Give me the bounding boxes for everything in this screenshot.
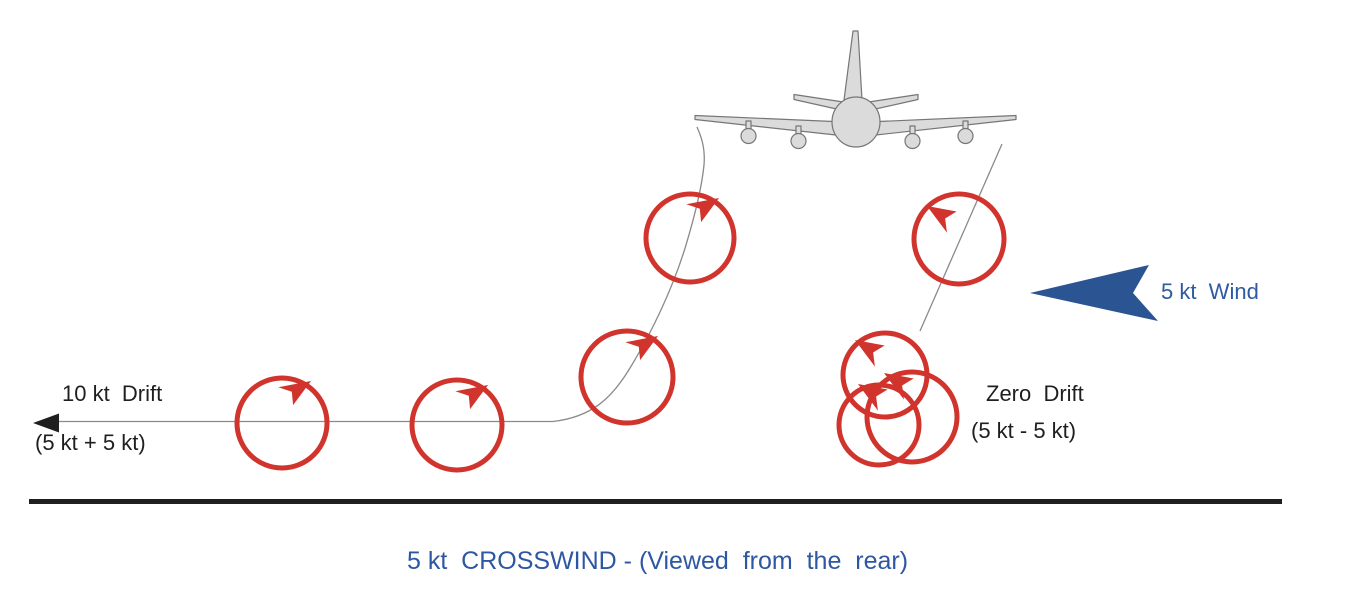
wind-label: 5 kt Wind: [1161, 279, 1259, 304]
aircraft-rear-view-icon: [694, 30, 1017, 150]
engine-left-inner: [790, 132, 807, 150]
diagram-caption: 5 kt CROSSWIND - (Viewed from the rear): [407, 547, 909, 575]
engine-right-outer: [957, 127, 974, 145]
engine-right-inner: [904, 132, 921, 150]
engine-left-outer: [740, 127, 757, 145]
wind-arrow-icon: [1030, 265, 1158, 321]
vortex-right-1: [911, 191, 1007, 287]
vortex-left-4: [643, 191, 737, 285]
aircraft-fuselage: [831, 96, 881, 148]
drift-arrowhead-icon: [33, 413, 59, 433]
ground-line: [29, 499, 1282, 504]
right-drift-label: Zero Drift: [986, 381, 1084, 406]
vortex-left-2: [409, 377, 505, 473]
left-drift-value: (5 kt + 5 kt): [35, 430, 146, 455]
left-drift-label: 10 kt Drift: [62, 381, 163, 406]
aircraft-wing-right: [866, 114, 1017, 137]
aircraft-wing-left: [694, 114, 846, 137]
left-vortex-trail-line: [57, 126, 705, 423]
right-vortex-trail-line: [919, 143, 1003, 332]
right-drift-value: (5 kt - 5 kt): [971, 418, 1077, 443]
vortex-left-1: [234, 375, 330, 471]
vortex-left-3: [578, 328, 676, 426]
vortex-right-4: [864, 369, 960, 465]
aircraft-tail-fin: [843, 30, 863, 101]
